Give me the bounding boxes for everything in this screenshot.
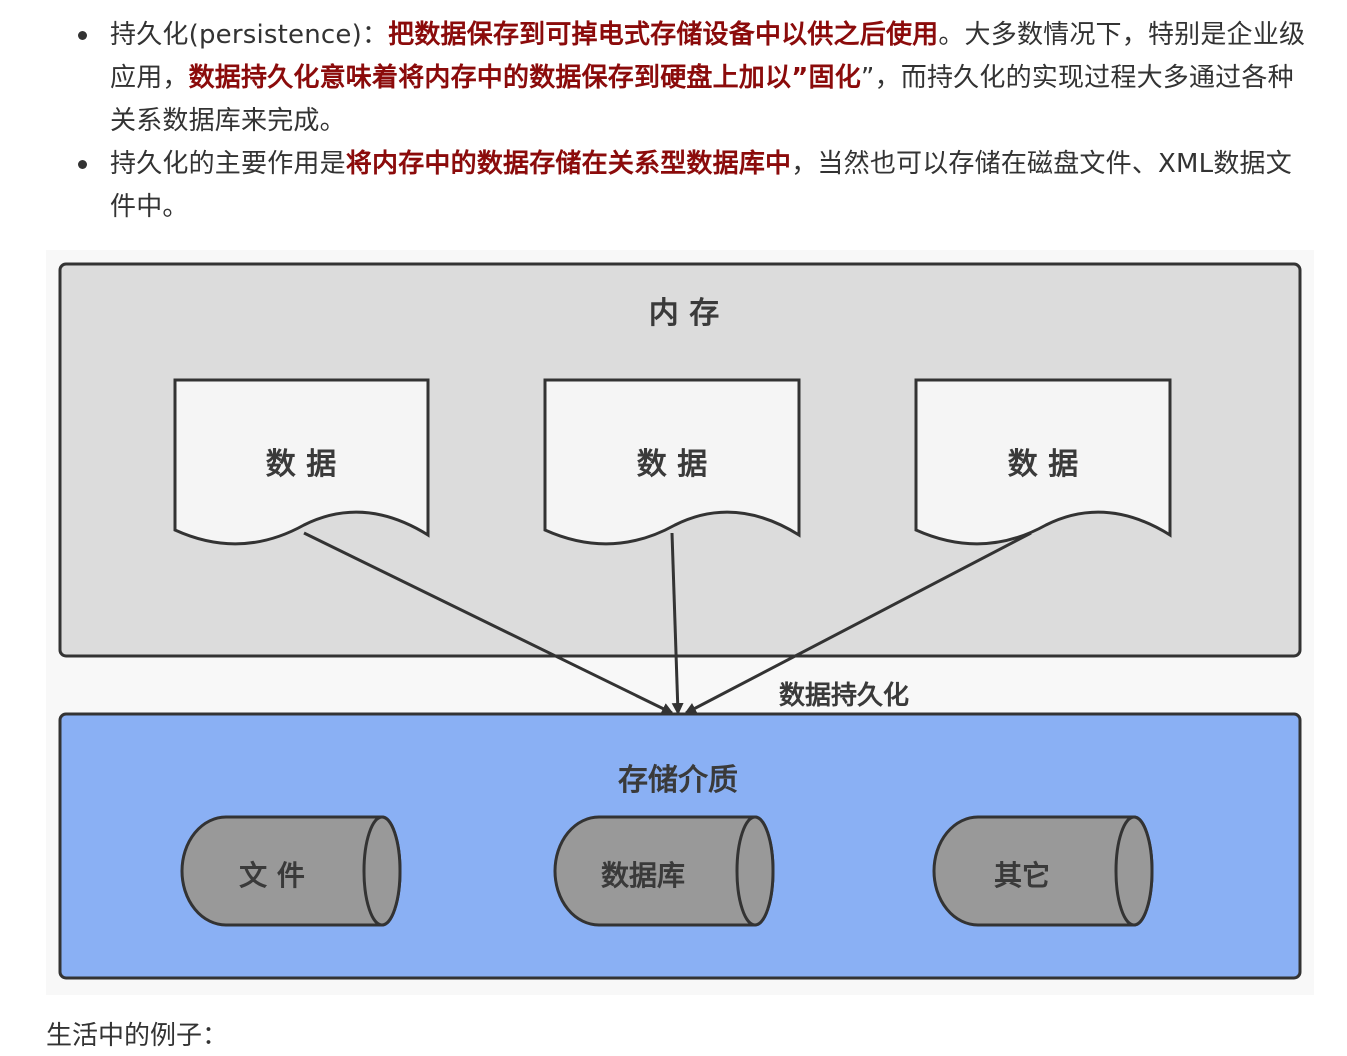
data-document-label: 数 据: [637, 447, 707, 482]
storage-cylinder: 文 件: [180, 815, 402, 927]
arrow-label: 数据持久化: [779, 681, 909, 711]
storage-title: 存储介质: [618, 763, 738, 798]
persistence-diagram: 内 存 数 据 数 据 数 据 数据持久化 存储介质 文 件: [46, 250, 1314, 995]
emphasis-text: 把数据保存到可掉电式存储设备中以供之后使用: [388, 20, 939, 50]
bullet-dot: [78, 160, 87, 169]
data-document-label: 数 据: [266, 447, 336, 482]
cylinder-label: 数据库: [601, 859, 685, 892]
cylinder-label: 其它: [994, 859, 1050, 892]
bullet-list: 持久化(persistence)：把数据保存到可掉电式存储设备中以供之后使用。大…: [46, 14, 1316, 229]
storage-cylinder: 数据库: [553, 815, 775, 927]
data-document: 数 据: [173, 378, 430, 546]
emphasis-text: 将内存中的数据存储在关系型数据库中: [345, 149, 792, 179]
data-document: 数 据: [914, 378, 1172, 546]
data-document-label: 数 据: [1008, 447, 1078, 482]
storage-cylinder: 其它: [932, 815, 1154, 927]
memory-title: 内 存: [649, 296, 719, 331]
footer-text: 生活中的例子：: [46, 1021, 229, 1051]
emphasis-text: 数据持久化意味着将内存中的数据保存到硬盘上加以”固化: [188, 63, 861, 93]
bullet-text: 。大多数情况下，特别是企业级应用，: [110, 20, 1306, 93]
bullet-text: ，当然也可以存储在磁盘文件、XML数据文件中。: [110, 149, 1292, 222]
bullet-dot: [78, 31, 87, 40]
cylinder-label: 文 件: [239, 859, 305, 892]
diagram-svg: 内 存 数 据 数 据 数 据 数据持久化 存储介质 文 件: [58, 262, 1302, 980]
data-document: 数 据: [543, 378, 801, 546]
persist-arrow: [684, 531, 1032, 715]
bullet-text: 持久化(persistence)：: [110, 20, 389, 50]
bullet-text: ”，而持久化的实现过程大多通过各种关系数据库来完成。: [110, 63, 1294, 136]
list-item: 持久化(persistence)：把数据保存到可掉电式存储设备中以供之后使用。大…: [46, 14, 1316, 143]
bullet-text: 持久化的主要作用是: [110, 149, 346, 179]
persist-arrow: [670, 532, 684, 715]
list-item: 持久化的主要作用是将内存中的数据存储在关系型数据库中，当然也可以存储在磁盘文件、…: [46, 143, 1316, 229]
persist-arrow: [303, 531, 674, 715]
